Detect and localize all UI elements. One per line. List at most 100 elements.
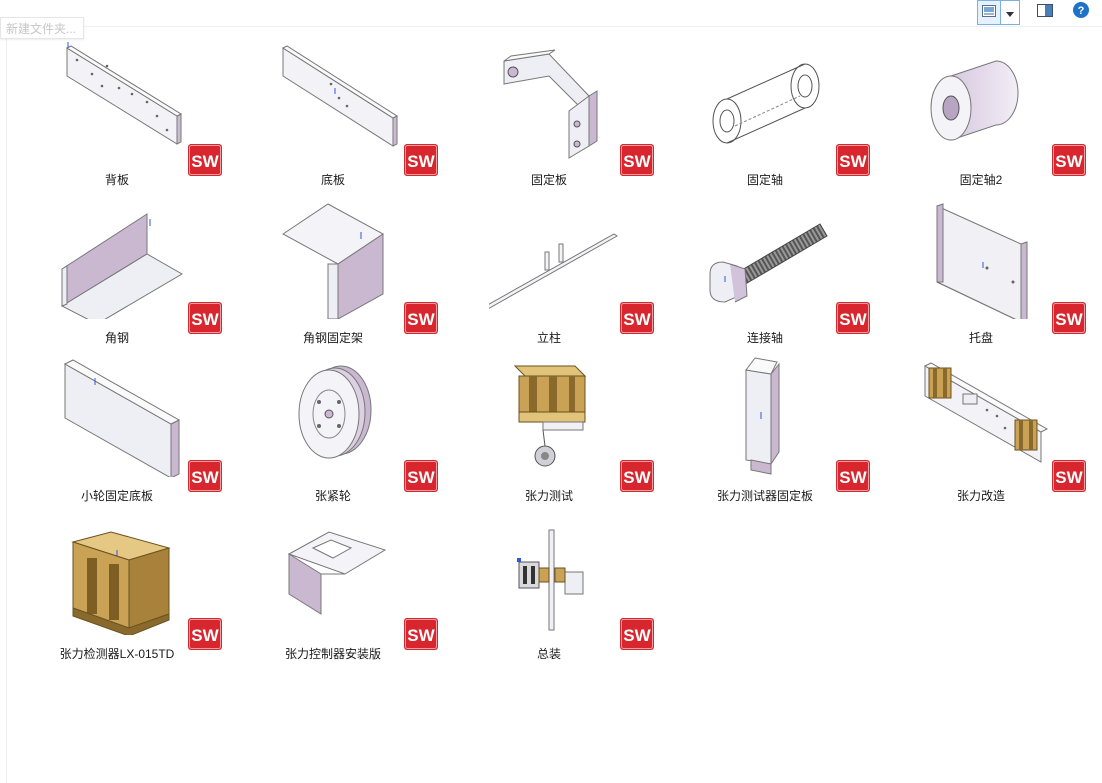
part-thumbnail — [705, 352, 835, 477]
solidworks-badge-icon: SW — [404, 302, 438, 334]
solidworks-badge-icon: SW — [620, 144, 654, 176]
solidworks-badge-icon: SW — [620, 302, 654, 334]
file-name: 托盘 — [968, 331, 993, 345]
help-icon: ? — [1073, 2, 1089, 23]
part-thumbnail — [57, 352, 187, 477]
svg-text:SW: SW — [407, 310, 435, 329]
svg-text:SW: SW — [191, 468, 219, 487]
file-name: 背板 — [104, 173, 129, 187]
solidworks-badge-icon: SW — [404, 618, 438, 650]
help-button[interactable]: ? — [1070, 0, 1092, 25]
file-item[interactable]: SW 角钢 — [12, 184, 222, 345]
file-item[interactable]: SW 托盘 — [876, 184, 1086, 345]
file-item[interactable]: SW 张力控制器安装版 — [228, 500, 438, 661]
svg-text:SW: SW — [191, 152, 219, 171]
solidworks-badge-icon: SW — [836, 144, 870, 176]
preview-pane-icon — [1037, 3, 1053, 22]
new-folder-input[interactable]: 新建文件夹... — [0, 17, 84, 39]
preview-pane-button[interactable] — [1033, 0, 1057, 25]
svg-text:SW: SW — [407, 152, 435, 171]
file-item[interactable]: SW 角钢固定架 — [228, 184, 438, 345]
part-thumbnail — [273, 36, 403, 161]
solidworks-badge-icon: SW — [620, 618, 654, 650]
toolbar: ? — [0, 0, 1102, 27]
solidworks-badge-icon: SW — [188, 460, 222, 492]
part-thumbnail — [273, 352, 403, 477]
solidworks-badge-icon: SW — [836, 460, 870, 492]
svg-text:SW: SW — [407, 626, 435, 645]
chevron-down-icon — [1006, 4, 1014, 22]
svg-text:SW: SW — [839, 468, 867, 487]
file-name: 张力控制器安装版 — [284, 647, 381, 661]
part-thumbnail — [921, 352, 1051, 477]
file-item[interactable]: SW 张紧轮 — [228, 342, 438, 503]
svg-text:SW: SW — [1055, 152, 1083, 171]
view-icon — [982, 4, 996, 22]
svg-text:SW: SW — [623, 310, 651, 329]
file-grid: SW 背板 SW 底板 — [6, 26, 1102, 783]
file-item[interactable]: SW 张力检测器LX-015TD — [12, 500, 222, 661]
part-thumbnail — [921, 194, 1051, 319]
part-thumbnail — [273, 510, 403, 635]
file-item[interactable]: SW 小轮固定底板 — [12, 342, 222, 503]
file-name: 角钢 — [104, 331, 129, 345]
file-item[interactable]: SW 背板 — [12, 26, 222, 187]
file-name: 立柱 — [536, 331, 561, 345]
file-name: 小轮固定底板 — [80, 489, 153, 503]
solidworks-badge-icon: SW — [404, 144, 438, 176]
solidworks-badge-icon: SW — [1052, 460, 1086, 492]
part-thumbnail — [489, 510, 619, 635]
solidworks-badge-icon: SW — [836, 302, 870, 334]
file-item[interactable]: SW 固定轴2 — [876, 26, 1086, 187]
file-item[interactable]: SW 张力测试器固定板 — [660, 342, 870, 503]
svg-text:SW: SW — [407, 468, 435, 487]
view-options-dropdown[interactable] — [1001, 0, 1020, 25]
file-name: 底板 — [320, 173, 345, 187]
part-thumbnail — [489, 352, 619, 477]
part-thumbnail — [489, 36, 619, 161]
solidworks-badge-icon: SW — [188, 618, 222, 650]
part-thumbnail — [57, 194, 187, 319]
svg-text:SW: SW — [839, 152, 867, 171]
file-name: 固定轴2 — [959, 173, 1003, 187]
file-item[interactable]: SW 立柱 — [444, 184, 654, 345]
change-view-button[interactable] — [977, 0, 1001, 25]
part-thumbnail — [273, 194, 403, 319]
svg-text:SW: SW — [623, 152, 651, 171]
file-name: 连接轴 — [746, 331, 783, 345]
part-thumbnail — [705, 194, 835, 319]
svg-text:SW: SW — [1055, 468, 1083, 487]
part-thumbnail — [921, 36, 1051, 161]
file-name: 角钢固定架 — [302, 331, 363, 345]
solidworks-badge-icon: SW — [188, 302, 222, 334]
part-thumbnail — [705, 36, 835, 161]
solidworks-badge-icon: SW — [1052, 302, 1086, 334]
file-name: 固定轴 — [746, 173, 783, 187]
part-thumbnail — [489, 194, 619, 319]
svg-text:SW: SW — [839, 310, 867, 329]
navigation-pane-edge — [0, 26, 7, 783]
file-item[interactable]: SW 张力改造 — [876, 342, 1086, 503]
file-item[interactable]: SW 张力测试 — [444, 342, 654, 503]
file-name: 固定板 — [530, 173, 567, 187]
file-item[interactable]: SW 底板 — [228, 26, 438, 187]
part-thumbnail — [57, 510, 187, 635]
file-name: 张力检测器LX-015TD — [59, 647, 175, 661]
file-name: 张力测试器固定板 — [716, 489, 813, 503]
svg-text:SW: SW — [1055, 310, 1083, 329]
svg-text:SW: SW — [191, 626, 219, 645]
file-item[interactable]: SW 总装 — [444, 500, 654, 661]
file-item[interactable]: SW 固定轴 — [660, 26, 870, 187]
svg-text:SW: SW — [623, 626, 651, 645]
solidworks-badge-icon: SW — [1052, 144, 1086, 176]
file-name: 张力改造 — [956, 489, 1005, 503]
solidworks-badge-icon: SW — [620, 460, 654, 492]
file-name: 张力测试 — [524, 489, 573, 503]
solidworks-badge-icon: SW — [188, 144, 222, 176]
file-item[interactable]: SW 连接轴 — [660, 184, 870, 345]
file-item[interactable]: SW 固定板 — [444, 26, 654, 187]
file-name: 张紧轮 — [314, 489, 351, 503]
svg-text:?: ? — [1078, 5, 1085, 17]
part-thumbnail — [57, 36, 187, 161]
file-name: 总装 — [536, 647, 561, 661]
